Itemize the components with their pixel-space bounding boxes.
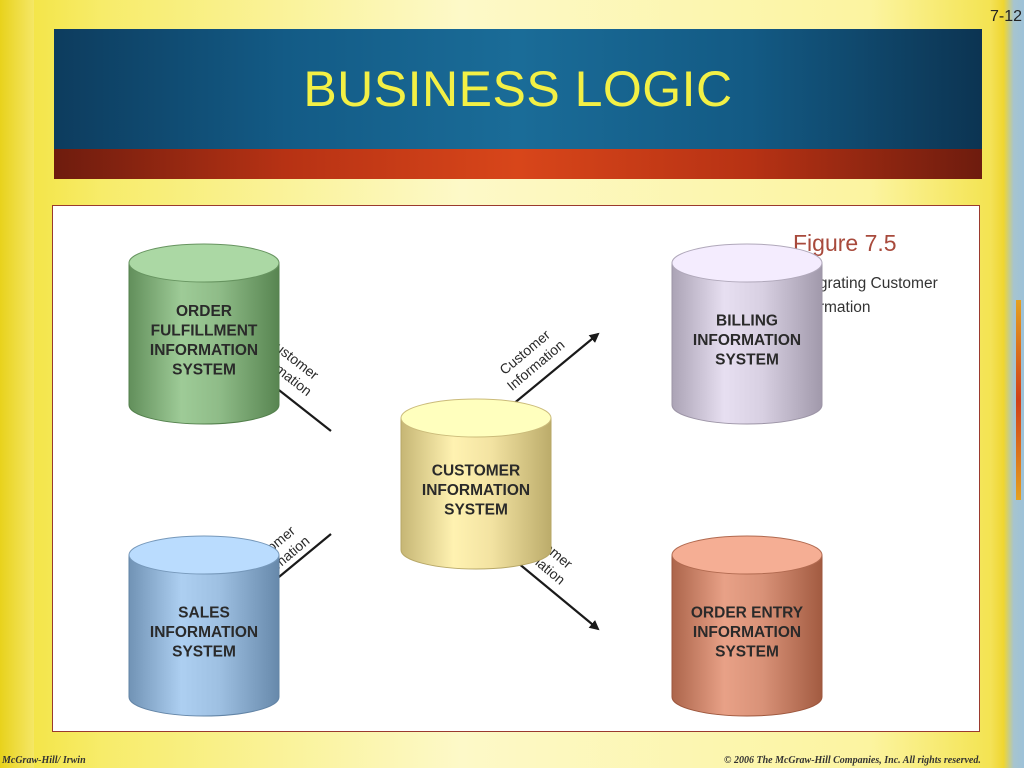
- slide-title: BUSINESS LOGIC: [303, 61, 733, 117]
- cylinder-top: [671, 243, 823, 283]
- system-label-line: ORDER ENTRY: [691, 605, 804, 622]
- system-label-line: INFORMATION: [150, 624, 258, 641]
- figure-caption-line-1: Integrating Customer: [793, 275, 938, 292]
- footer-publisher: McGraw-Hill/ Irwin: [2, 755, 86, 766]
- system-label-line: INFORMATION: [693, 332, 801, 349]
- system-label-line: SYSTEM: [172, 644, 236, 661]
- system-label-line: INFORMATION: [422, 482, 530, 499]
- footer-copyright: © 2006 The McGraw-Hill Companies, Inc. A…: [724, 755, 981, 766]
- cylinder-order-entry: ORDER ENTRY INFORMATION SYSTEM: [671, 535, 823, 717]
- cylinder-top: [128, 535, 280, 575]
- system-label-line: ORDER: [176, 303, 232, 320]
- figure-panel: Figure 7.5 Integrating Customer Informat…: [52, 205, 980, 732]
- title-banner: BUSINESS LOGIC: [54, 29, 982, 149]
- cylinder-order-fulfillment: ORDER FULFILLMENT INFORMATION SYSTEM: [128, 243, 280, 425]
- system-label-line: INFORMATION: [150, 342, 258, 359]
- cylinder-sales: SALES INFORMATION SYSTEM: [128, 535, 280, 717]
- system-label-line: SYSTEM: [172, 361, 236, 378]
- system-label-line: SYSTEM: [715, 352, 779, 369]
- slide-left-border: [0, 0, 34, 768]
- cylinder-body: [671, 554, 823, 717]
- cylinder-top: [671, 535, 823, 575]
- system-label-line: SYSTEM: [444, 502, 508, 519]
- cylinder-customer-information-system: CUSTOMER INFORMATION SYSTEM: [400, 398, 552, 570]
- system-label-line: SALES: [178, 605, 230, 622]
- cylinder-top: [400, 398, 552, 438]
- title-underline-bar: [54, 149, 982, 179]
- right-accent-stripe: [1016, 300, 1021, 500]
- system-label-line: FULFILLMENT: [151, 322, 258, 339]
- figure-label: Figure 7.5: [793, 230, 897, 256]
- cylinder-billing: BILLING INFORMATION SYSTEM: [671, 243, 823, 425]
- integration-diagram: Figure 7.5 Integrating Customer Informat…: [128, 230, 938, 717]
- slide-right-border: [990, 0, 1024, 768]
- arrow-label-billing: Customer Information: [496, 326, 567, 394]
- cylinder-body: [671, 262, 823, 425]
- system-label-line: INFORMATION: [693, 624, 801, 641]
- cylinder-body: [128, 554, 280, 717]
- system-label-line: BILLING: [716, 313, 778, 330]
- cylinder-body: [400, 417, 552, 570]
- system-label-line: SYSTEM: [715, 644, 779, 661]
- system-label-line: CUSTOMER: [432, 463, 520, 480]
- cylinder-top: [128, 243, 280, 283]
- cylinder-body: [128, 262, 280, 425]
- slide-number: 7-12: [990, 8, 1023, 25]
